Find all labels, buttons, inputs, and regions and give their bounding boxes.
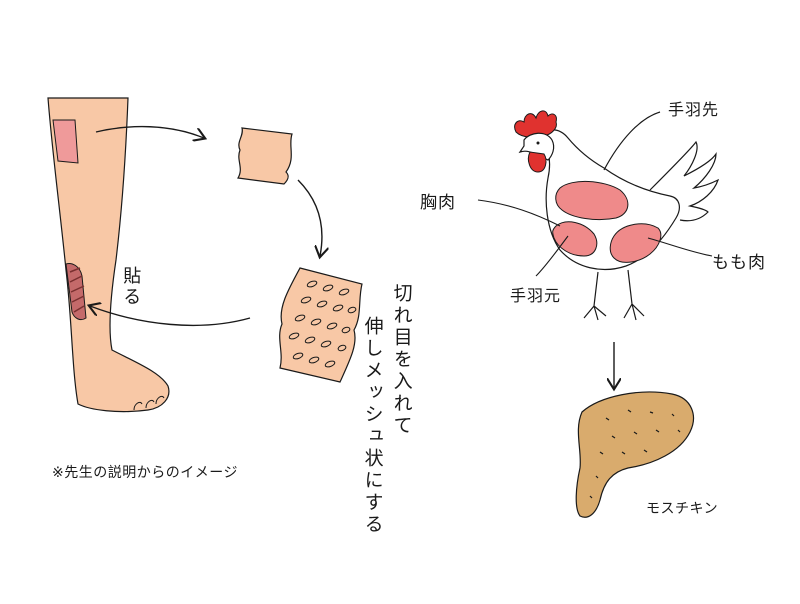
- leg: [47, 97, 170, 413]
- breast-label: 胸肉: [420, 193, 456, 213]
- instruction-line-2: 伸しメッシュ状にする: [361, 316, 384, 536]
- wing-root-meat: [552, 221, 598, 257]
- mos-chicken-label: モスチキン: [646, 501, 719, 517]
- arrow-to-mesh: [297, 179, 322, 256]
- breast-meat: [555, 180, 629, 221]
- thigh-meat: [609, 223, 662, 263]
- donor-patch: [52, 119, 79, 164]
- wound-area: [65, 263, 87, 321]
- skin-piece: [237, 127, 293, 185]
- arrow-to-wound: [90, 306, 251, 327]
- wing-tip-label: 手羽先: [668, 100, 720, 119]
- wattle: [527, 151, 547, 173]
- fried-chicken: [575, 391, 694, 518]
- paste-label: 貼る: [120, 266, 142, 308]
- mesh-skin: [279, 267, 363, 383]
- wing-root-label: 手羽元: [510, 286, 562, 305]
- instruction-line-1: 切れ目を入れて: [390, 283, 413, 437]
- arrow-to-skin-piece: [95, 125, 204, 138]
- thigh-label: もも肉: [712, 253, 766, 273]
- chicken: [477, 110, 720, 321]
- source-note: ※先生の説明からのイメージ: [52, 465, 238, 481]
